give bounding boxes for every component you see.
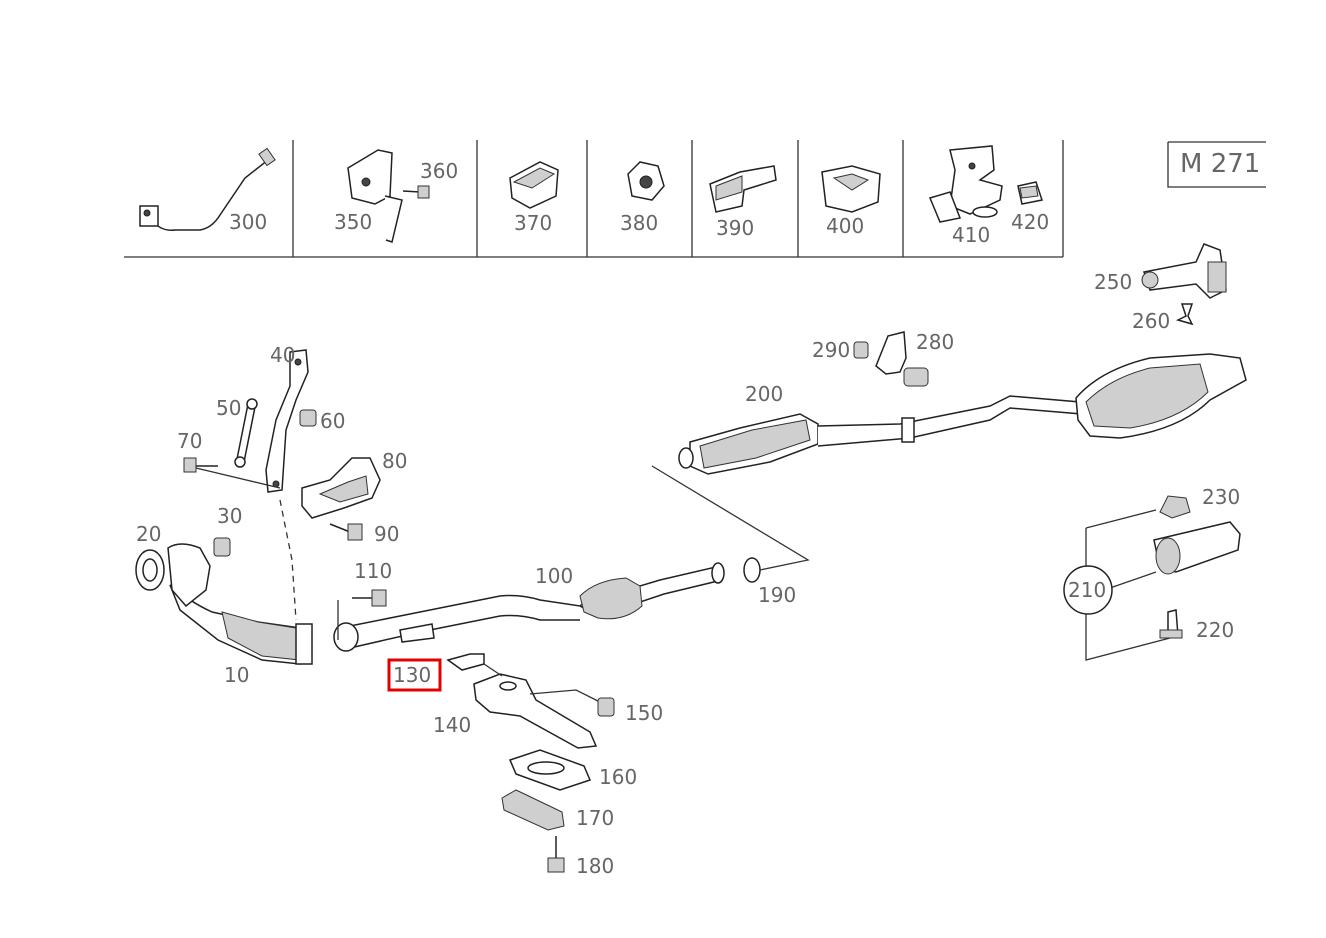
label-170: 170 [576, 806, 614, 830]
hanger-250 [1141, 243, 1227, 299]
label-150: 150 [625, 701, 663, 725]
nut-30 [213, 537, 231, 557]
hanger-280 [875, 331, 929, 387]
clamp-130 [399, 623, 485, 671]
rubber-170 [501, 789, 565, 831]
kit-label-350: 350 [334, 210, 372, 234]
highlight-box-130 [387, 658, 442, 692]
label-280: 280 [916, 330, 954, 354]
label-230: 230 [1202, 485, 1240, 509]
label-160: 160 [599, 765, 637, 789]
bracket-40 [265, 349, 309, 493]
holder-390-illustration [709, 165, 777, 213]
bolt-90 [329, 523, 363, 541]
kit-label-380: 380 [620, 211, 658, 235]
bracket-140 [473, 663, 605, 749]
label-100: 100 [535, 564, 573, 588]
kit-label-400: 400 [826, 214, 864, 238]
plate-160 [508, 749, 592, 791]
engine-code-box: M 271 [1167, 141, 1266, 188]
label-60: 60 [320, 409, 345, 433]
label-190: 190 [758, 583, 796, 607]
label-210: 210 [1068, 578, 1106, 602]
kit-label-410: 410 [952, 223, 990, 247]
mount-400-illustration [821, 165, 881, 213]
nut-150 [597, 697, 615, 717]
label-40: 40 [270, 343, 295, 367]
bolt-360-illustration [402, 185, 430, 199]
bolt-110 [352, 589, 387, 607]
label-130: 130 [393, 663, 431, 687]
rubber-mount-420-illustration [1017, 181, 1043, 205]
mounting-bracket-80 [301, 457, 381, 519]
label-90: 90 [374, 522, 399, 546]
gasket-20 [135, 549, 165, 591]
kit-label-420: 420 [1011, 210, 1049, 234]
label-140: 140 [433, 713, 471, 737]
clamp-190 [743, 557, 761, 583]
tailpipe-group-210 [1063, 495, 1241, 661]
kit-label-360: 360 [420, 159, 458, 183]
label-80: 80 [382, 449, 407, 473]
kit-label-370: 370 [514, 211, 552, 235]
label-180: 180 [576, 854, 614, 878]
label-110: 110 [354, 559, 392, 583]
nut-290 [853, 341, 869, 359]
engine-code-label: M 271 [1180, 149, 1260, 179]
middle-silencer-200 [678, 395, 1083, 475]
accessory-kits-strip: 300 350 360 370 380 390 [124, 140, 1064, 258]
bolt-70 [183, 457, 218, 473]
label-30: 30 [217, 504, 242, 528]
rear-silencer [1075, 353, 1247, 439]
strut-50 [234, 398, 258, 468]
nut-60 [299, 409, 317, 427]
label-20: 20 [136, 522, 161, 546]
bracket-410-illustration [928, 145, 1003, 223]
label-290: 290 [812, 338, 850, 362]
label-250: 250 [1094, 270, 1132, 294]
label-260: 260 [1132, 309, 1170, 333]
kit-label-390: 390 [716, 216, 754, 240]
label-50: 50 [216, 396, 241, 420]
bolt-260 [1175, 303, 1194, 326]
oxygen-sensor-illustration [139, 147, 276, 231]
label-200: 200 [745, 382, 783, 406]
bracket-350-illustration [347, 149, 403, 243]
kit-label-300: 300 [229, 210, 267, 234]
bolt-180 [547, 836, 565, 873]
front-pipe-100 [333, 562, 725, 652]
label-220: 220 [1196, 618, 1234, 642]
catalytic-converter-10 [167, 543, 313, 665]
heat-shield-370-illustration [509, 161, 559, 209]
label-70: 70 [177, 429, 202, 453]
label-10: 10 [224, 663, 249, 687]
clamp-380-illustration [627, 161, 665, 201]
